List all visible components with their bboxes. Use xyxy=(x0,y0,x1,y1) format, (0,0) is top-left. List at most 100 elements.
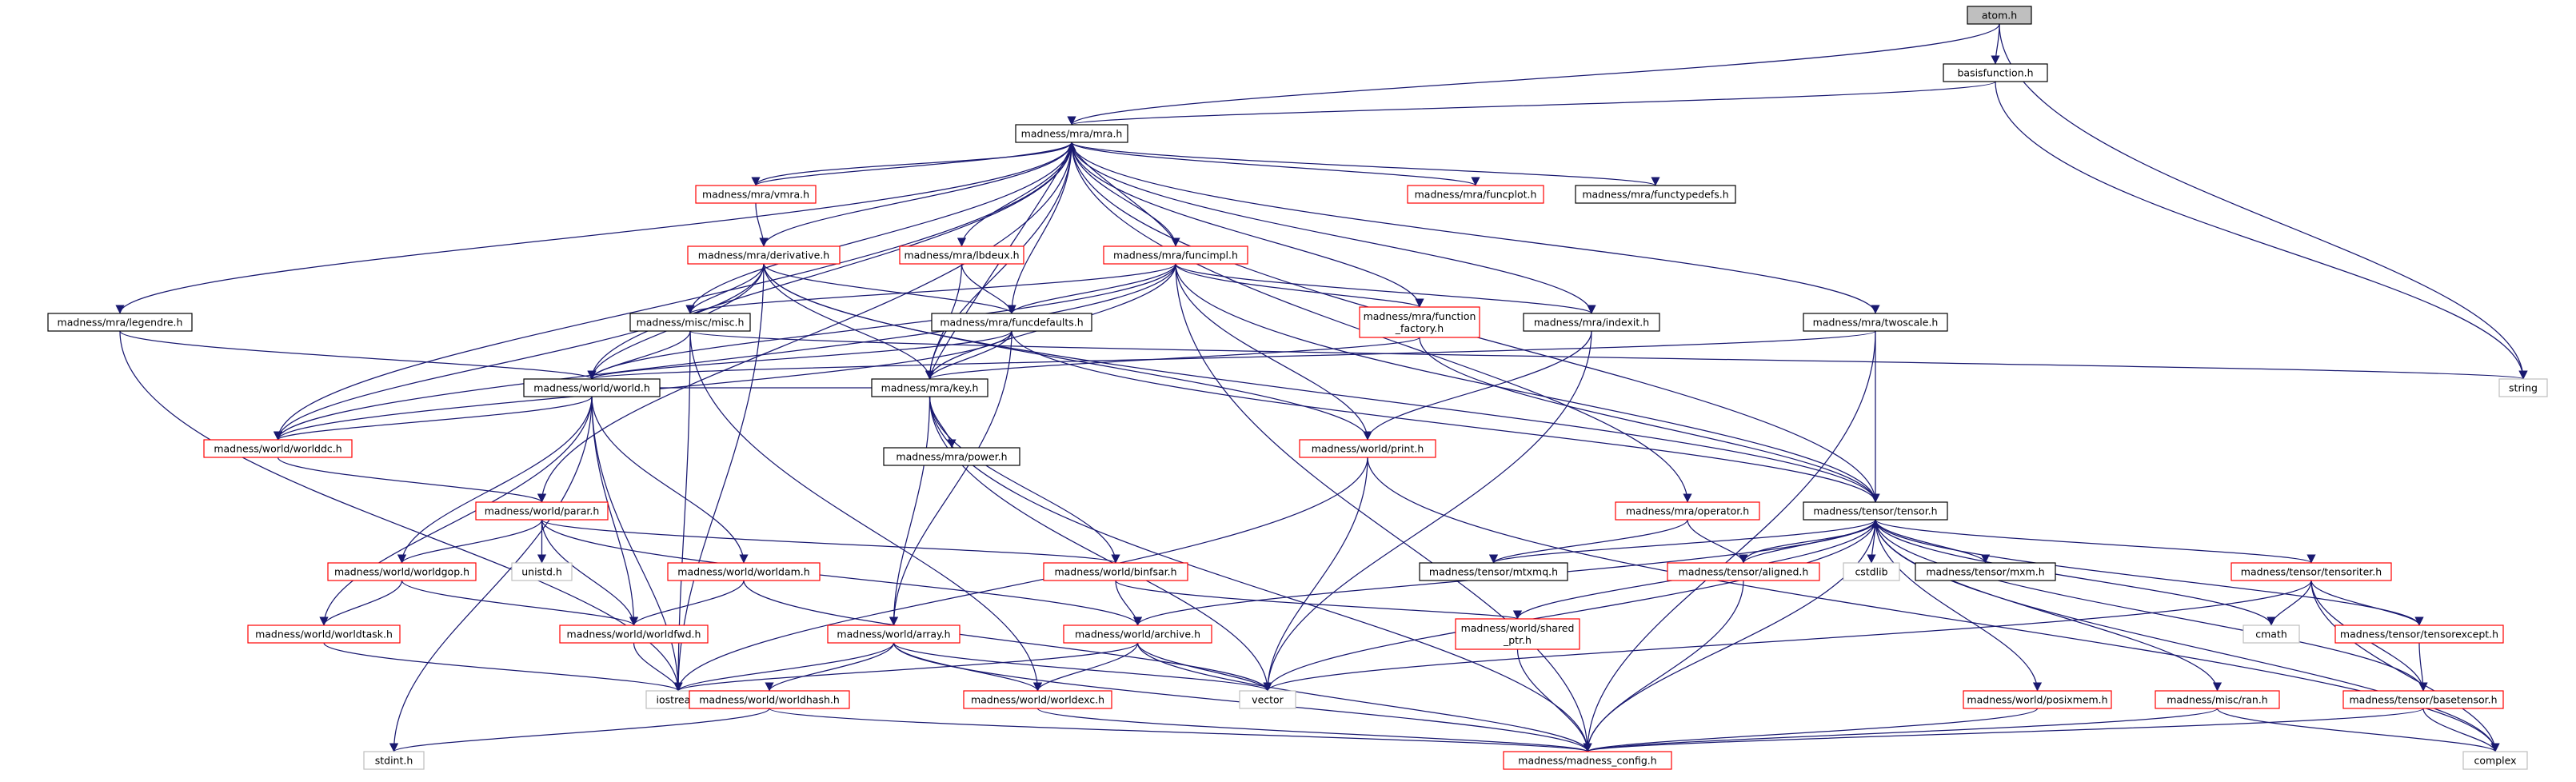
node-worldgop[interactable]: madness/world/worldgop.h xyxy=(327,562,477,581)
edge-worldgop-to-worldtask xyxy=(319,580,403,626)
node-box xyxy=(883,447,1020,466)
node-label: madness/mra/twoscale.h xyxy=(1813,317,1939,329)
node-lbdeux[interactable]: madness/mra/lbdeux.h xyxy=(899,245,1024,265)
node-funcimpl[interactable]: madness/mra/funcimpl.h xyxy=(1103,245,1248,265)
node-shared_ptr[interactable]: madness/world/shared_ptr.h xyxy=(1455,618,1580,650)
node-worldfwd[interactable]: madness/world/worldfwd.h xyxy=(559,624,709,644)
node-label: madness/mra/mra.h xyxy=(1021,128,1123,140)
edge-tensor-to-tensoriter xyxy=(1875,519,2316,564)
node-box xyxy=(1015,124,1128,143)
node-box xyxy=(1575,185,1736,204)
node-label: madness/tensor/tensoriter.h xyxy=(2241,566,2382,578)
node-aligned[interactable]: madness/tensor/aligned.h xyxy=(1667,562,1820,581)
edge-aligned-to-tensor xyxy=(1743,519,1880,564)
edge-posixmem-to-madness_config xyxy=(1583,708,2039,752)
node-world[interactable]: madness/world/world.h xyxy=(523,378,661,397)
node-key[interactable]: madness/mra/key.h xyxy=(871,378,988,397)
node-box xyxy=(899,245,1024,265)
edge-function_factory-to-key xyxy=(925,337,1420,380)
node-box xyxy=(2334,624,2504,644)
edge-world-to-iostream xyxy=(591,396,683,692)
node-cstdlib: cstdlib xyxy=(1843,562,1900,581)
node-array[interactable]: madness/world/array.h xyxy=(827,624,961,644)
node-atom[interactable]: atom.h xyxy=(1967,6,2032,25)
node-box xyxy=(1615,501,1760,521)
node-worlddc[interactable]: madness/world/worlddc.h xyxy=(203,439,353,458)
node-label: madness/mra/operator.h xyxy=(1626,505,1749,517)
node-box xyxy=(629,313,751,332)
node-basetensor[interactable]: madness/tensor/basetensor.h xyxy=(2342,690,2504,709)
node-tensoriter[interactable]: madness/tensor/tensoriter.h xyxy=(2231,562,2392,581)
node-label: madness/tensor/aligned.h xyxy=(1679,566,1809,578)
edge-funcimpl-to-print xyxy=(1175,263,1372,441)
node-box xyxy=(1407,185,1544,204)
node-label: _factory.h xyxy=(1395,322,1444,334)
node-posixmem[interactable]: madness/world/posixmem.h xyxy=(1963,690,2112,709)
node-madness_config[interactable]: madness/madness_config.h xyxy=(1503,751,1672,770)
edge-tensoriter-to-cmath xyxy=(2266,580,2312,626)
node-binfsar[interactable]: madness/world/binfsar.h xyxy=(1043,562,1188,581)
node-funcplot[interactable]: madness/mra/funcplot.h xyxy=(1407,185,1544,204)
node-tensorexcept[interactable]: madness/tensor/tensorexcept.h xyxy=(2334,624,2504,644)
node-box xyxy=(1503,751,1672,770)
node-label: madness/world/shared xyxy=(1461,622,1575,634)
node-worldexc[interactable]: madness/world/worldexc.h xyxy=(963,690,1112,709)
edge-worldhash-to-stdint xyxy=(389,708,770,752)
node-mra[interactable]: madness/mra/mra.h xyxy=(1015,124,1128,143)
node-parar[interactable]: madness/world/parar.h xyxy=(475,501,609,521)
node-label: madness/tensor/mxm.h xyxy=(1926,566,2044,578)
node-worldtask[interactable]: madness/world/worldtask.h xyxy=(247,624,401,644)
node-funcdefaults[interactable]: madness/mra/funcdefaults.h xyxy=(931,313,1092,332)
node-box xyxy=(2243,624,2300,644)
node-mxm[interactable]: madness/tensor/mxm.h xyxy=(1915,562,2056,581)
node-miscmisc[interactable]: madness/misc/misc.h xyxy=(629,313,751,332)
node-worldam[interactable]: madness/world/worldam.h xyxy=(667,562,821,581)
node-box xyxy=(327,562,477,581)
edge-basisfunction-to-mra xyxy=(1068,81,1996,126)
edge-derivative-to-worlddc xyxy=(273,263,765,441)
node-derivative[interactable]: madness/mra/derivative.h xyxy=(687,245,841,265)
edges-layer xyxy=(115,23,2528,752)
edge-ran-to-complex xyxy=(2216,708,2500,752)
edge-worldam-to-worldfwd xyxy=(629,580,745,626)
node-functypedefs[interactable]: madness/mra/functypedefs.h xyxy=(1575,185,1736,204)
node-label: madness/mra/indexit.h xyxy=(1534,317,1649,329)
node-ran[interactable]: madness/misc/ran.h xyxy=(2155,690,2280,709)
edge-vmra-to-mra xyxy=(755,142,1076,186)
edge-mra-to-funcimpl xyxy=(1071,142,1180,247)
node-label: madness/mra/lbdeux.h xyxy=(904,249,1019,261)
node-print[interactable]: madness/world/print.h xyxy=(1299,439,1436,458)
node-vmra[interactable]: madness/mra/vmra.h xyxy=(695,185,817,204)
node-indexit[interactable]: madness/mra/indexit.h xyxy=(1523,313,1660,332)
node-label: basisfunction.h xyxy=(1957,67,2033,79)
node-tensor[interactable]: madness/tensor/tensor.h xyxy=(1803,501,1948,521)
node-box xyxy=(2342,690,2504,709)
edge-mra-to-world xyxy=(587,142,1072,380)
node-cmath: cmath xyxy=(2243,624,2300,644)
node-twoscale[interactable]: madness/mra/twoscale.h xyxy=(1803,313,1948,332)
node-label: madness/mra/power.h xyxy=(896,451,1007,463)
node-legendre[interactable]: madness/mra/legendre.h xyxy=(47,313,193,332)
node-operator[interactable]: madness/mra/operator.h xyxy=(1615,501,1760,521)
node-archive[interactable]: madness/world/archive.h xyxy=(1063,624,1212,644)
node-worldhash[interactable]: madness/world/worldhash.h xyxy=(689,690,850,709)
node-box xyxy=(1063,624,1212,644)
node-box xyxy=(695,185,817,204)
node-box xyxy=(1843,562,1900,581)
node-label: madness/world/worlddc.h xyxy=(214,443,341,455)
node-label: madness/world/worldam.h xyxy=(677,566,809,578)
edge-key-to-vector xyxy=(929,396,1272,692)
node-power[interactable]: madness/mra/power.h xyxy=(883,447,1020,466)
edge-worldtask-to-iostream xyxy=(323,642,683,692)
node-mtxmq[interactable]: madness/tensor/mtxmq.h xyxy=(1419,562,1568,581)
node-basisfunction[interactable]: basisfunction.h xyxy=(1943,63,2048,82)
edge-parar-to-worldgop xyxy=(397,519,543,564)
edge-print-to-vector xyxy=(1263,457,1368,692)
edge-world-to-worlddc xyxy=(274,396,593,441)
edge-tensor-to-mtxmq xyxy=(1489,519,1876,564)
node-function_factory[interactable]: madness/mra/function_factory.h xyxy=(1359,306,1480,338)
node-box xyxy=(475,501,609,521)
node-label: madness/world/world.h xyxy=(533,382,650,394)
edge-indexit-to-print xyxy=(1363,330,1592,441)
edge-archive-to-worldexc xyxy=(1032,642,1139,692)
